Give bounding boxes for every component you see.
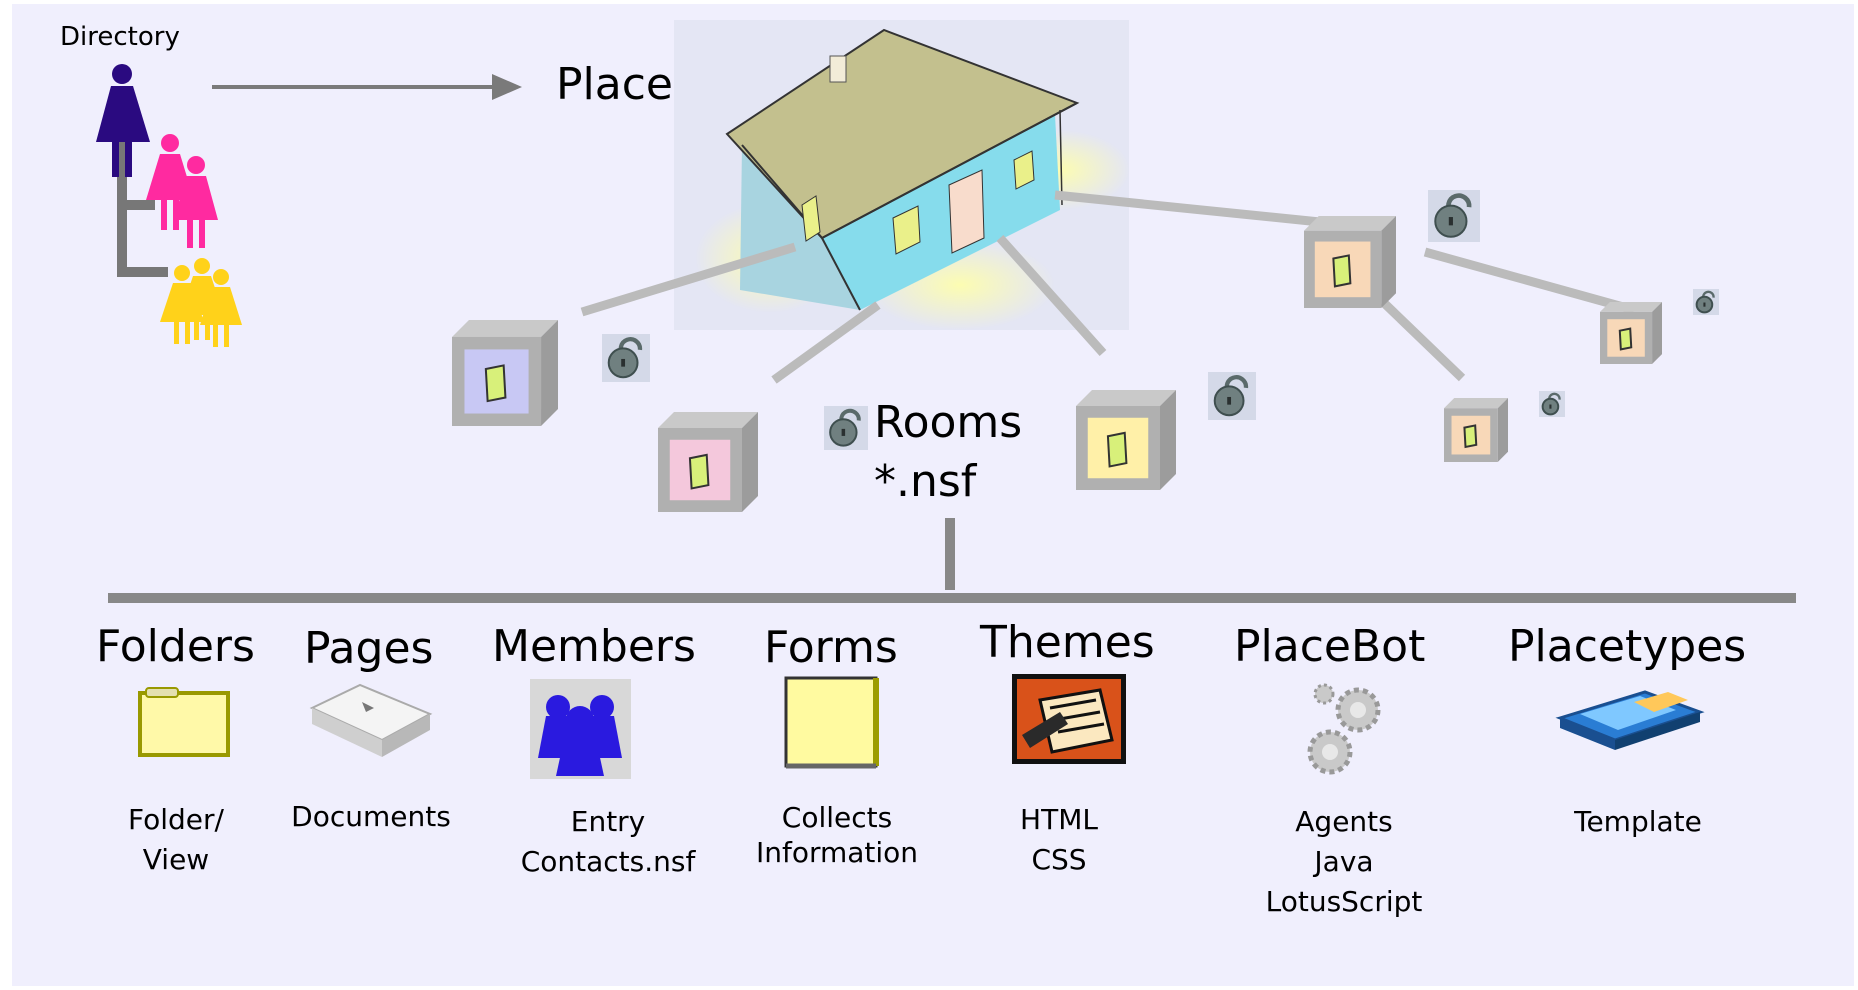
lock-icon	[824, 406, 868, 450]
lock-icon	[1208, 372, 1256, 420]
room-locks	[602, 190, 1719, 450]
component-title-pages: Pages	[304, 623, 434, 674]
form-icon	[784, 676, 879, 769]
room-cube-icon	[1600, 302, 1662, 364]
description-line: Agents	[1295, 805, 1393, 838]
members-icon	[530, 679, 631, 779]
room-cube-icon	[1076, 390, 1176, 490]
house-place-icon	[674, 20, 1130, 330]
component-title-folders: Folders	[96, 621, 255, 672]
gears-icon	[1307, 683, 1381, 775]
directory-to-place-arrow	[212, 74, 522, 100]
folders-description: Folder/ View	[112, 800, 240, 880]
description-line: Documents	[291, 800, 451, 833]
description-line: Information	[755, 836, 919, 869]
room-cube-icon	[658, 412, 758, 512]
forms-description: Collects Information	[744, 800, 930, 870]
description-line: Entry	[570, 805, 646, 838]
rooms-file-pattern-label: *.nsf	[874, 456, 977, 507]
directory-people-icon	[96, 64, 242, 347]
room-cubes	[452, 216, 1662, 512]
members-description: Entry Contacts.nsf	[510, 802, 706, 882]
document-stack-icon	[309, 683, 433, 757]
lock-icon	[602, 334, 650, 382]
placebot-description: Agents Java LotusScript	[1256, 802, 1432, 922]
description-line: CSS	[1031, 843, 1087, 876]
folder-icon	[138, 687, 230, 757]
component-title-placetypes: Placetypes	[1508, 621, 1747, 672]
room-connectors	[580, 190, 1636, 384]
room-cube-icon	[1444, 398, 1508, 462]
component-title-themes: Themes	[980, 617, 1155, 668]
description-line: HTML	[1020, 803, 1098, 836]
place-label: Place	[556, 59, 673, 110]
component-title-placebot: PlaceBot	[1234, 621, 1426, 672]
description-line: Collects	[781, 801, 893, 834]
description-line: Contacts.nsf	[520, 845, 696, 878]
description-line: Java	[1314, 845, 1374, 878]
description-line: Folder/	[128, 803, 224, 836]
component-title-members: Members	[492, 621, 696, 672]
themes-description: HTML CSS	[1012, 800, 1106, 880]
placetypes-description: Template	[1560, 802, 1716, 842]
component-title-forms: Forms	[764, 622, 898, 673]
pages-description: Documents	[284, 797, 458, 837]
rooms-label: Rooms	[874, 397, 1023, 448]
description-line: View	[142, 843, 210, 876]
lock-icon	[1428, 190, 1480, 242]
room-cube-icon	[1304, 216, 1396, 308]
room-cube-icon	[452, 320, 558, 426]
template-book-icon	[1555, 690, 1705, 750]
lock-icon	[1693, 289, 1719, 315]
theme-icon	[1012, 674, 1126, 764]
directory-label: Directory	[60, 22, 180, 52]
description-line: LotusScript	[1265, 885, 1423, 918]
description-line: Template	[1574, 805, 1702, 838]
lock-icon	[1539, 391, 1565, 417]
